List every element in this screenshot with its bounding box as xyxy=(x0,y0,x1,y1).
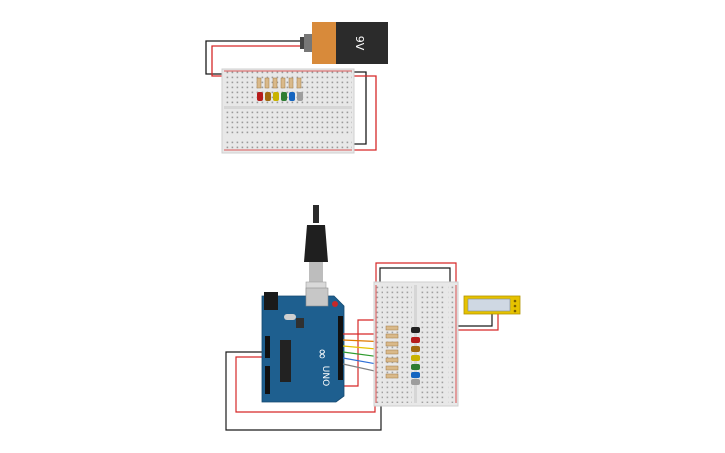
breadboard-top-ground-wire[interactable] xyxy=(379,267,451,285)
ground-return-wire[interactable] xyxy=(225,351,382,431)
atmega-chip xyxy=(280,340,291,382)
arduino-uno-label: UNO xyxy=(320,366,330,386)
breadboard-top-power-wire[interactable] xyxy=(375,262,457,288)
battery-negative-wire[interactable] xyxy=(205,40,304,75)
arduino-logo: ∞ xyxy=(314,348,330,360)
resistor[interactable] xyxy=(256,77,262,89)
arduino-uno-board[interactable]: ∞ UNO xyxy=(261,287,345,403)
led[interactable] xyxy=(289,92,295,101)
arduino-circuit: ∞ UNO xyxy=(225,205,521,431)
battery-label: 9V xyxy=(353,36,366,51)
battery-top-cap xyxy=(312,22,336,64)
battery-9v[interactable]: 9V xyxy=(300,22,388,64)
led[interactable] xyxy=(411,355,420,361)
breadboard-top xyxy=(221,68,355,154)
resistor[interactable] xyxy=(264,77,270,89)
led[interactable] xyxy=(411,337,420,343)
led[interactable] xyxy=(411,327,420,333)
leds-bottom xyxy=(411,327,420,385)
reset-button[interactable] xyxy=(332,301,338,307)
led[interactable] xyxy=(411,346,420,352)
resistor[interactable] xyxy=(296,77,302,89)
analog-header xyxy=(265,366,270,394)
crystal xyxy=(284,314,296,320)
resistor[interactable] xyxy=(385,333,399,339)
sensor-module[interactable] xyxy=(463,295,521,315)
resistor[interactable] xyxy=(385,373,399,379)
led[interactable] xyxy=(265,92,271,101)
resistor[interactable] xyxy=(385,349,399,355)
led[interactable] xyxy=(257,92,263,101)
led[interactable] xyxy=(297,92,303,101)
resistor[interactable] xyxy=(280,77,286,89)
leds-top xyxy=(257,92,303,101)
breadboard-bottom xyxy=(373,281,459,407)
digital-header xyxy=(338,316,343,380)
led[interactable] xyxy=(273,92,279,101)
resistor[interactable] xyxy=(385,325,399,331)
resistors-bottom xyxy=(385,325,399,379)
led[interactable] xyxy=(411,372,420,378)
resistor[interactable] xyxy=(288,77,294,89)
power-jack xyxy=(264,292,278,310)
battery-circuit: 9V xyxy=(205,22,388,154)
led[interactable] xyxy=(411,364,420,370)
resistor[interactable] xyxy=(385,365,399,371)
led[interactable] xyxy=(411,379,420,385)
resistor[interactable] xyxy=(385,357,399,363)
rail-power-wire[interactable] xyxy=(348,75,377,151)
rail-ground-wire[interactable] xyxy=(346,71,367,145)
resistor[interactable] xyxy=(385,341,399,347)
battery-body xyxy=(336,22,388,64)
resistor[interactable] xyxy=(272,77,278,89)
led[interactable] xyxy=(281,92,287,101)
resistors-top xyxy=(256,77,302,89)
sensor-screen xyxy=(467,298,511,312)
usb-port xyxy=(305,287,329,307)
power-header xyxy=(265,336,270,358)
power-return-wire[interactable] xyxy=(235,356,376,413)
